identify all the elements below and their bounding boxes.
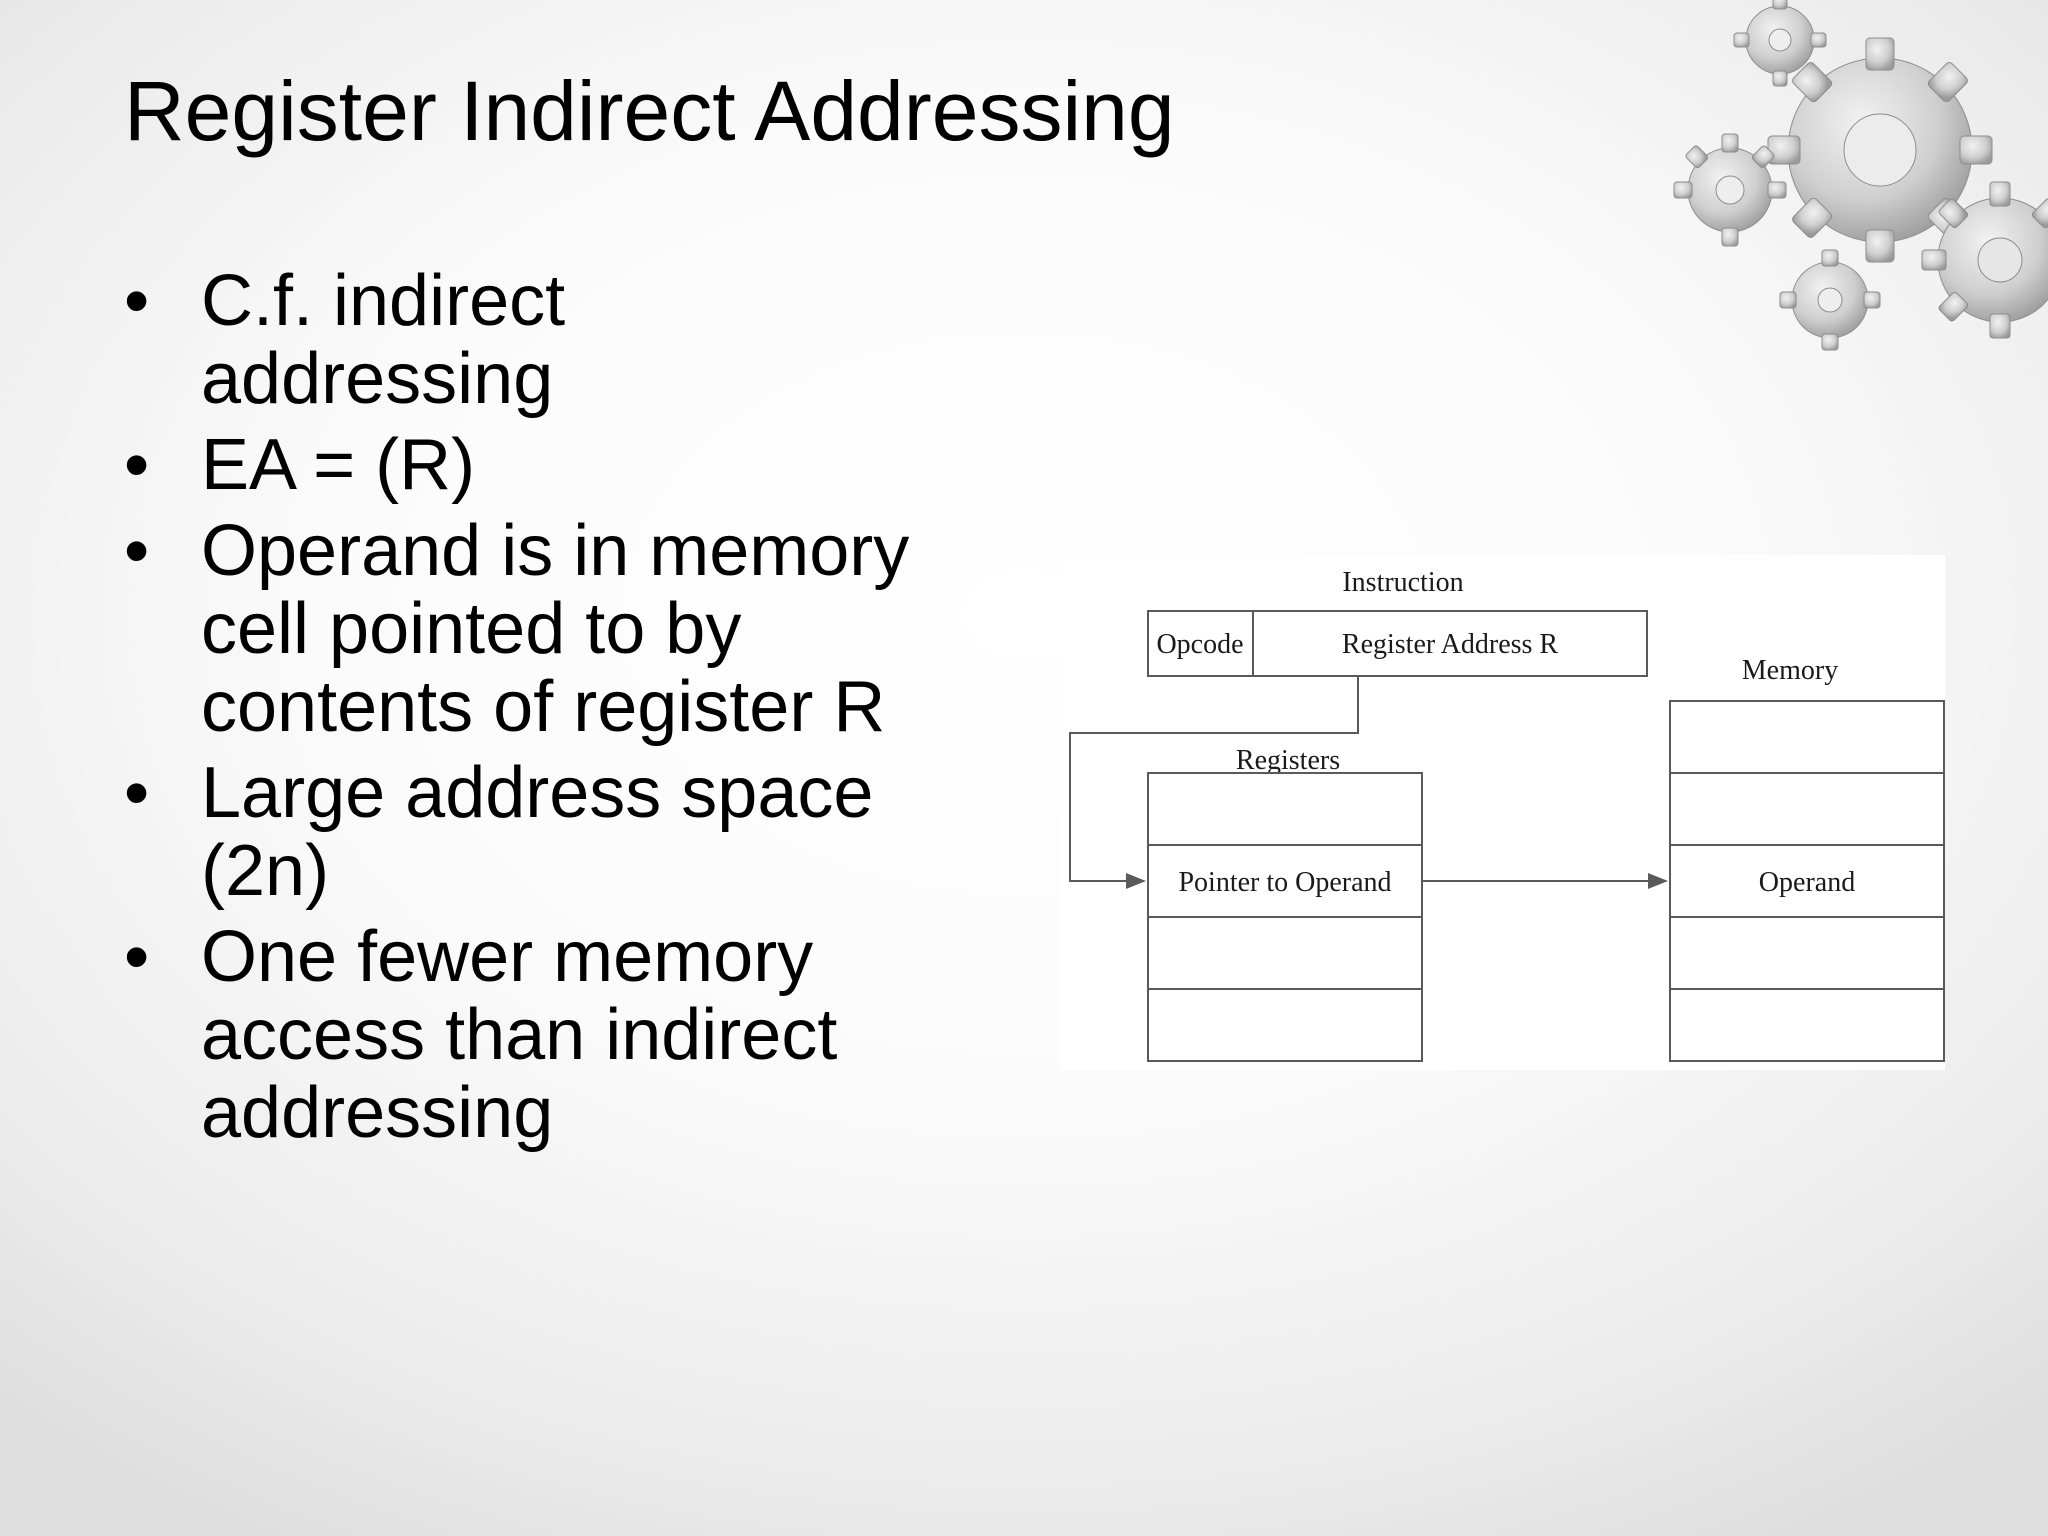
register-cell <box>1147 916 1423 990</box>
bullet-line: addressing <box>201 339 554 419</box>
bullet-symbol: • <box>124 511 150 591</box>
addressing-diagram: Instruction Opcode Register Address R Re… <box>1060 555 1945 1070</box>
bullet-item: • EA = (R) <box>124 426 1024 504</box>
bullet-list: • C.f. indirect addressing • EA = (R) • … <box>124 262 1024 1160</box>
memory-cell-operand <box>1669 844 1945 918</box>
register-cell-pointer <box>1147 844 1423 918</box>
bullet-item: • C.f. indirect addressing <box>124 262 1024 418</box>
bullet-line: access than indirect <box>201 995 838 1075</box>
registers-label: Registers <box>1236 745 1340 776</box>
bullet-line: addressing <box>201 1073 554 1153</box>
bullet-line: EA = (R) <box>201 425 476 505</box>
gears-icon <box>1673 0 2048 351</box>
register-address-label: Register Address R <box>1342 629 1559 660</box>
operand-label: Operand <box>1759 867 1855 898</box>
bullet-item: • One fewer memory access than indirect … <box>124 918 1024 1152</box>
bullet-symbol: • <box>124 753 150 833</box>
bullet-line: (2n) <box>201 831 330 911</box>
register-cell <box>1147 772 1423 846</box>
bullet-symbol: • <box>124 917 150 997</box>
bullet-line: Operand is in memory <box>201 511 910 591</box>
memory-cell <box>1669 772 1945 846</box>
bullet-line: cell pointed to by <box>201 589 742 669</box>
register-address-field <box>1252 610 1648 677</box>
memory-cell <box>1669 988 1945 1062</box>
bullet-symbol: • <box>124 261 150 341</box>
memory-label: Memory <box>1742 655 1838 686</box>
bullet-line: One fewer memory <box>201 917 814 997</box>
register-cell <box>1147 988 1423 1062</box>
bullet-line: contents of register R <box>201 667 886 747</box>
register-address-arrow <box>1069 676 1359 889</box>
memory-cell <box>1669 916 1945 990</box>
memory-cell <box>1669 700 1945 774</box>
bullet-line: Large address space <box>201 753 874 833</box>
bullet-item: • Large address space (2n) <box>124 754 1024 910</box>
slide-title: Register Indirect Addressing <box>124 64 1175 158</box>
opcode-field <box>1147 610 1254 677</box>
bullet-symbol: • <box>124 425 150 505</box>
bullet-item: • Operand is in memory cell pointed to b… <box>124 512 1024 746</box>
opcode-label: Opcode <box>1156 629 1243 660</box>
bullet-line: C.f. indirect <box>201 261 566 341</box>
pointer-label: Pointer to Operand <box>1178 867 1391 898</box>
instruction-label: Instruction <box>1342 567 1463 598</box>
